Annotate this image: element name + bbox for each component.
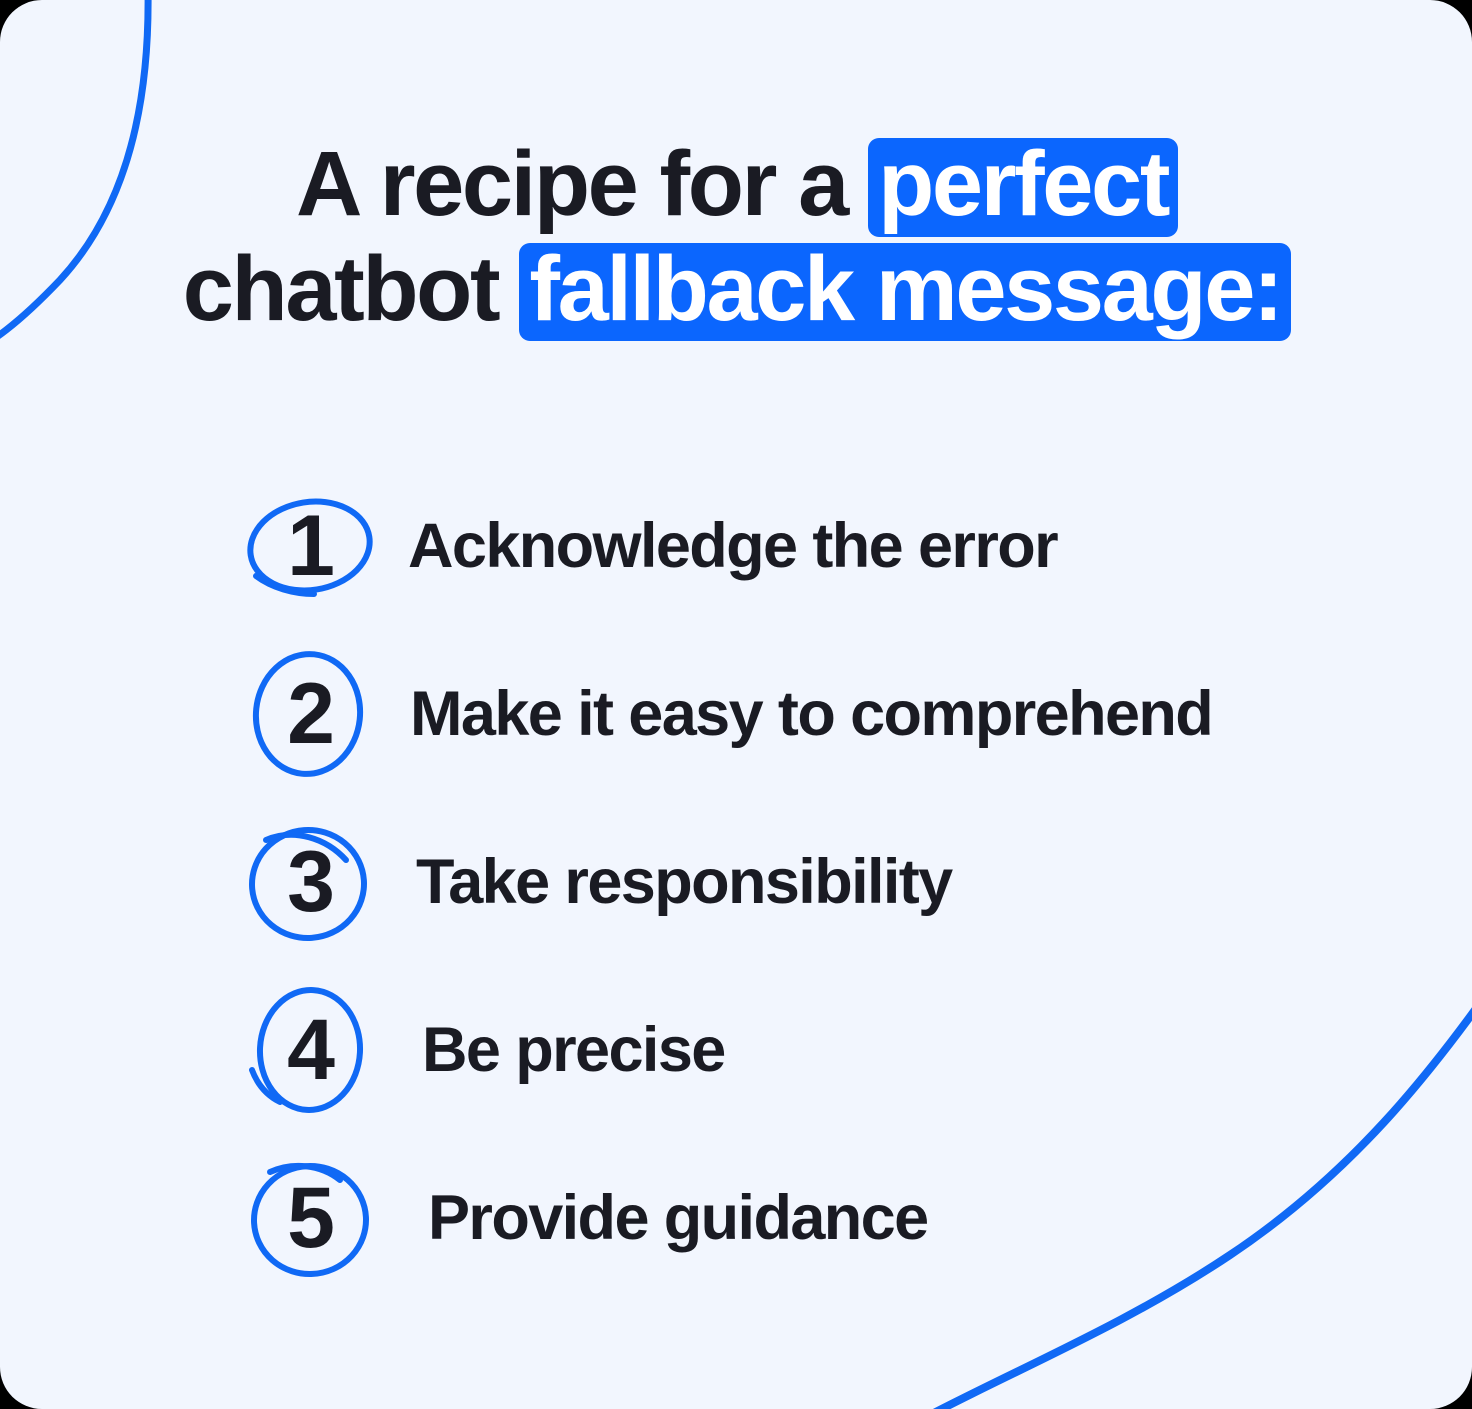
title-line-2-plain: chatbot: [182, 237, 522, 340]
step-label: Provide guidance: [428, 1182, 929, 1253]
step-number: 1: [287, 498, 335, 594]
hand-drawn-ellipse-icon: [251, 1162, 369, 1278]
list-item: 3 Take responsibility: [248, 798, 1428, 966]
list-item: 5 Provide guidance: [248, 1134, 1428, 1302]
step-label: Make it easy to comprehend: [410, 678, 1214, 749]
step-number: 2: [287, 666, 335, 762]
hand-drawn-ellipse-icon: [249, 826, 367, 942]
title-line-1-plain: A recipe for a: [295, 133, 871, 235]
list-item: 4 Be precise: [248, 966, 1428, 1134]
step-number: 5: [287, 1170, 335, 1266]
step-number-badge: 4: [248, 987, 372, 1113]
hand-drawn-ellipse-icon: [252, 651, 364, 777]
step-number: 4: [287, 1002, 335, 1098]
step-number-badge: 3: [248, 820, 372, 944]
title-highlight-perfect: perfect: [868, 138, 1179, 237]
list-item: 1 Acknowledge the error: [247, 462, 1428, 630]
page-title: A recipe for a perfect chatbot fallback …: [0, 137, 1472, 342]
title-line-1: A recipe for a perfect: [0, 137, 1472, 237]
title-line-2: chatbot fallback message:: [0, 242, 1472, 342]
step-number-badge: 1: [247, 484, 373, 608]
step-number-badge: 2: [248, 651, 372, 777]
step-label: Be precise: [422, 1014, 726, 1085]
recipe-step-list: 1 Acknowledge the error 2 Make it easy t…: [247, 462, 1428, 1302]
step-number: 3: [287, 834, 335, 930]
title-highlight-fallback-message: fallback message:: [519, 242, 1292, 342]
list-item: 2 Make it easy to comprehend: [248, 630, 1428, 798]
hand-drawn-ellipse-icon: [247, 498, 373, 597]
step-label: Acknowledge the error: [408, 510, 1059, 581]
step-label: Take responsibility: [416, 846, 953, 917]
hand-drawn-ellipse-icon: [249, 987, 364, 1113]
step-number-badge: 5: [248, 1156, 372, 1280]
